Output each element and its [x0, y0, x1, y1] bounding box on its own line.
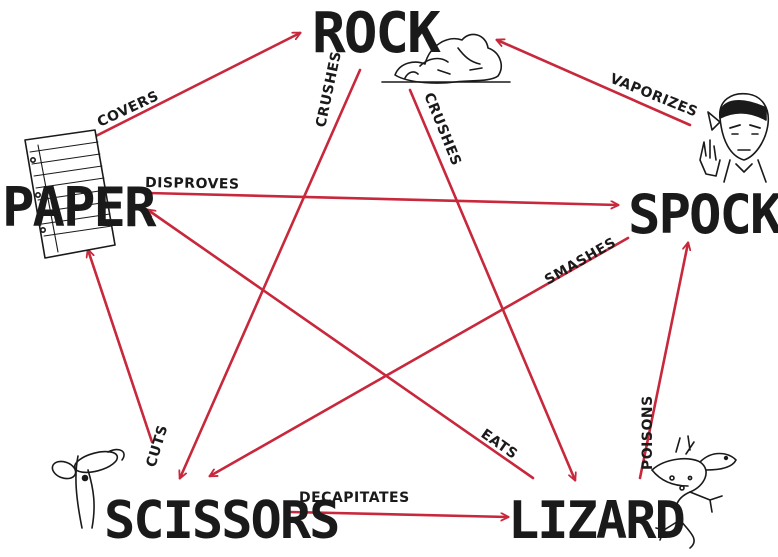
- arrow-lizard-eats-paper: [148, 210, 535, 480]
- node-scissors: SCISSORS: [104, 491, 338, 551]
- arrow-rock-crushes-scissors: [180, 68, 362, 478]
- scissors-icon: [51, 448, 125, 529]
- lizard-icon: [651, 435, 737, 549]
- edge-labels: COVERS CRUSHES CRUSHES VAPORIZES DISPROV…: [95, 50, 700, 506]
- arrow-rock-crushes-lizard: [408, 88, 575, 480]
- arrow-paper-disproves-spock: [146, 191, 618, 205]
- arrows: [86, 31, 692, 517]
- rock-sketch-icon: [381, 33, 511, 84]
- edge-label-covers: COVERS: [95, 88, 162, 130]
- edge-label-poisons: POISONS: [640, 395, 656, 470]
- arrow-paper-covers-rock: [86, 31, 300, 142]
- node-lizard: LIZARD: [508, 491, 684, 551]
- edge-label-smashes: SMASHES: [542, 235, 619, 289]
- node-spock: SPOCK: [628, 183, 778, 246]
- edge-label-disproves: DISPROVES: [145, 175, 240, 193]
- notebook-paper-icon: [24, 129, 116, 259]
- arrow-lizard-poisons-spock: [638, 243, 688, 480]
- arrow-scissors-cuts-paper: [88, 250, 154, 444]
- edge-label-decapitates: DECAPITATES: [299, 490, 410, 506]
- node-paper: PAPER: [2, 176, 157, 239]
- arrow-spock-smashes-scissors: [210, 236, 630, 478]
- arrow-scissors-decapitates-lizard: [288, 510, 508, 517]
- arrow-spock-vaporizes-rock: [497, 40, 692, 127]
- node-rock: ROCK: [312, 1, 441, 66]
- spock-face-icon: [699, 92, 770, 183]
